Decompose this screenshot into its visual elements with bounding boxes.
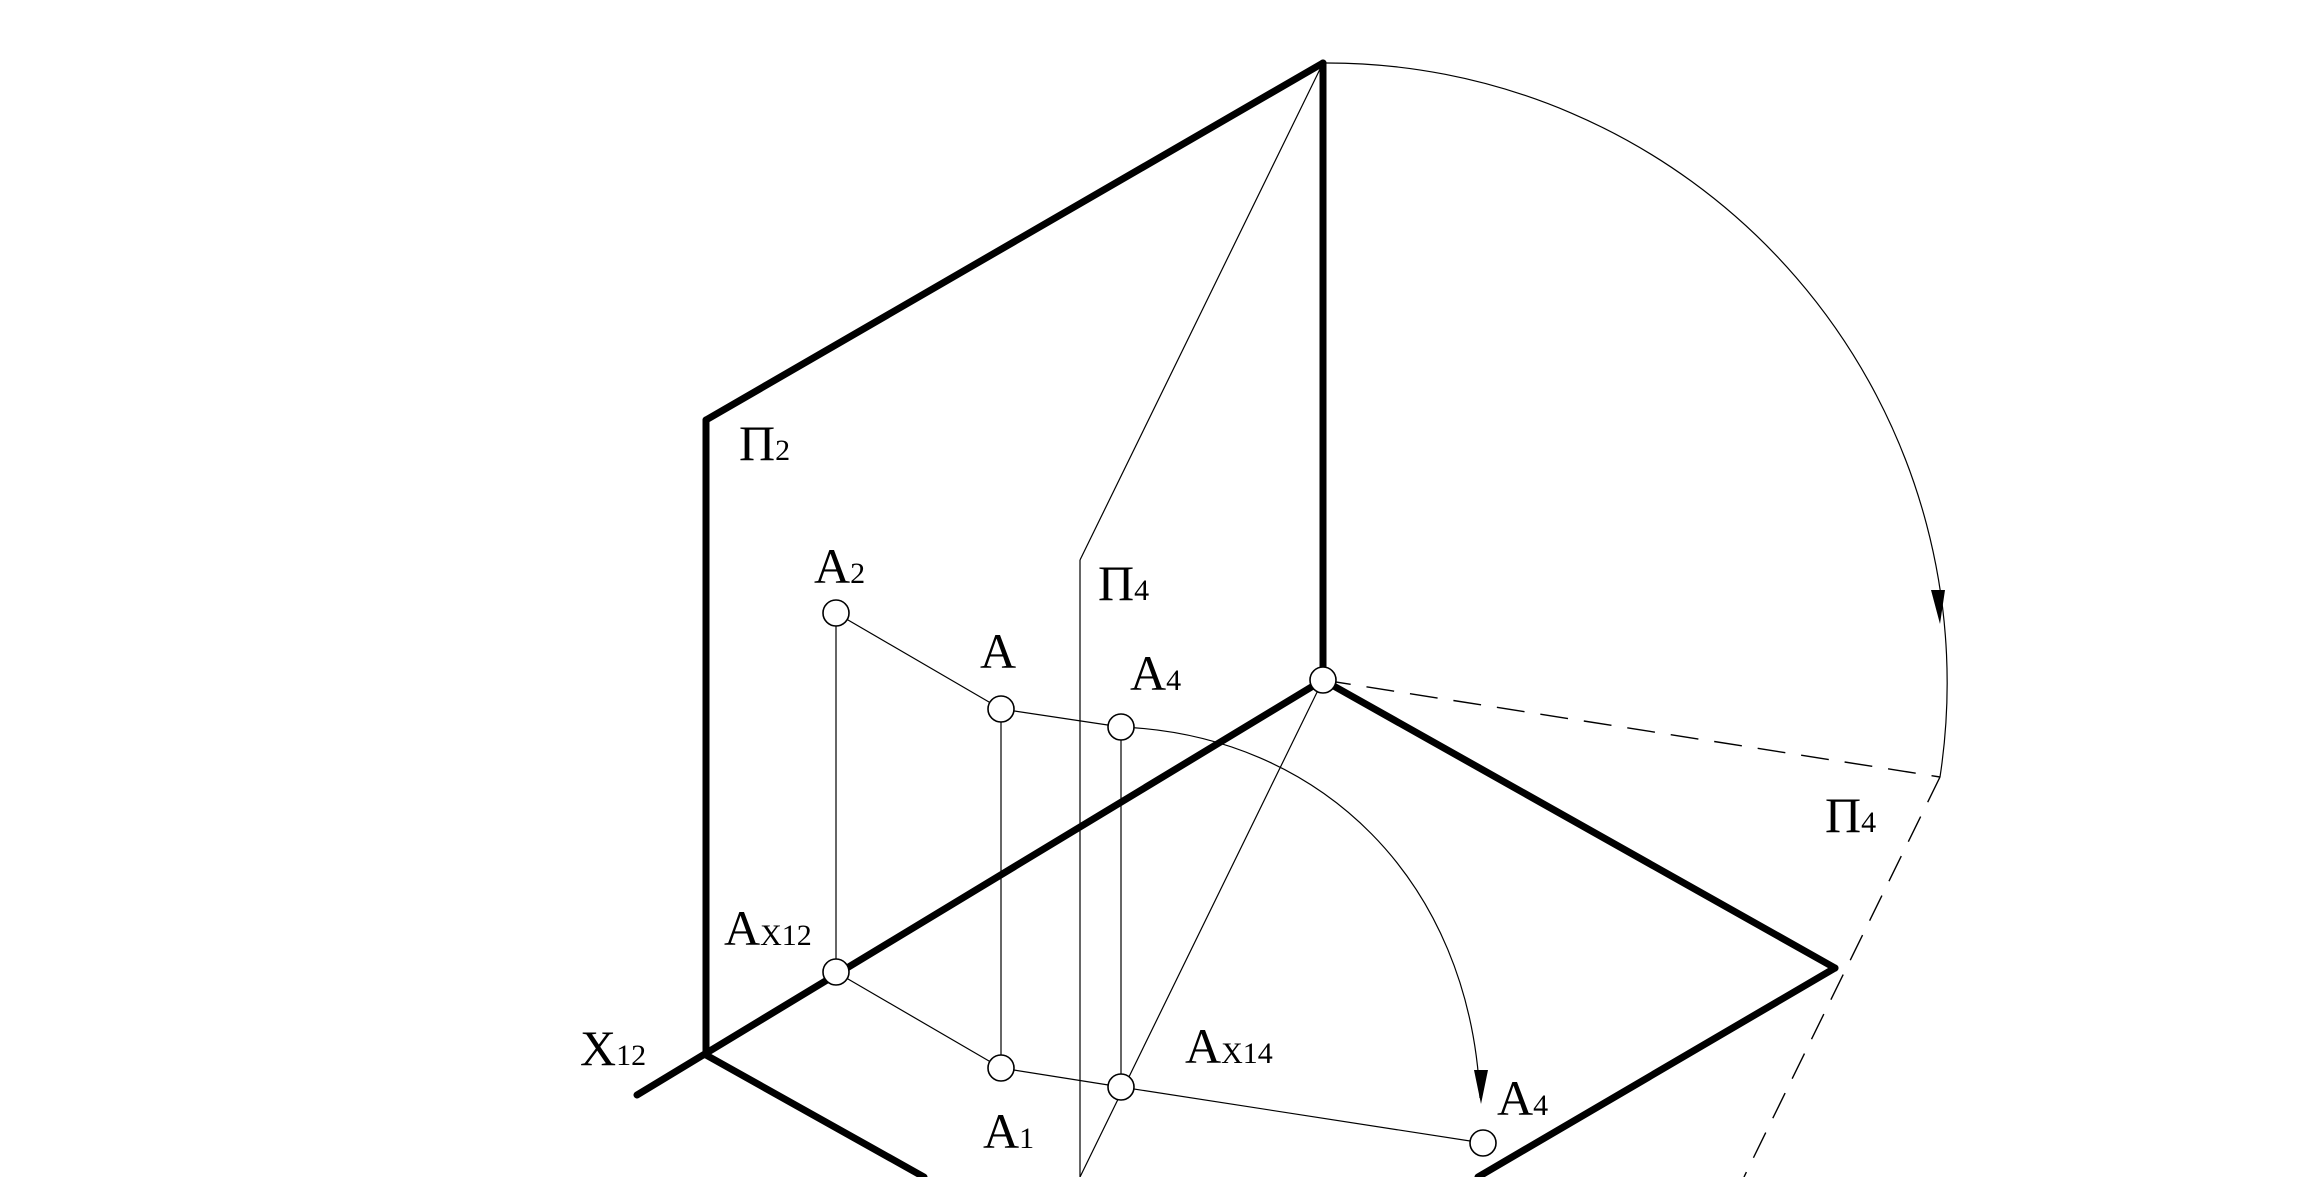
label-a1: A1 (983, 1103, 1034, 1159)
line-ax14-a4 (1120, 1086, 1484, 1144)
label-ax12: AX12 (724, 900, 812, 956)
point-ax12 (822, 958, 850, 986)
line-a2-a (835, 612, 1002, 710)
plane-p1-right-edge (1319, 676, 1839, 972)
label-a2: A2 (814, 538, 865, 594)
label-a: A (980, 623, 1016, 679)
plane-p2-top-edge (702, 59, 1327, 424)
label-pi2: П2 (739, 415, 790, 471)
a4-rotation-arc (1120, 726, 1481, 1099)
label-a4-top: A4 (1130, 645, 1181, 701)
point-origin (1309, 666, 1337, 694)
rotated-p4-top-trace (1322, 679, 1941, 778)
rotation-arc (1322, 62, 1948, 778)
label-pi4-vertical: П4 (1098, 555, 1149, 611)
line-a-a4 (1000, 708, 1122, 728)
axis-x12 (633, 676, 1327, 1099)
plane-p1-left-edge (702, 1051, 928, 1177)
label-x12: X12 (580, 1020, 646, 1076)
point-a2 (822, 599, 850, 627)
point-ax14 (1107, 1073, 1135, 1101)
point-a1 (987, 1054, 1015, 1082)
point-a (987, 695, 1015, 723)
rotated-p4-side-trace (1743, 776, 1941, 1177)
label-ax14: AX14 (1185, 1018, 1273, 1074)
line-ax12-a1 (835, 971, 1002, 1069)
label-a4-bottom: A4 (1497, 1070, 1548, 1126)
plane-p1-front-edge (1474, 964, 1839, 1177)
line-a1-ax14 (1000, 1067, 1122, 1088)
a4-arc-arrow (1474, 1070, 1488, 1104)
plane-p4-top-edge (1079, 62, 1324, 561)
label-pi4-rotated: П4 (1825, 787, 1876, 843)
point-a4-top (1107, 713, 1135, 741)
rotation-arc-arrow (1931, 590, 1945, 624)
point-a4-bottom (1469, 1129, 1497, 1157)
